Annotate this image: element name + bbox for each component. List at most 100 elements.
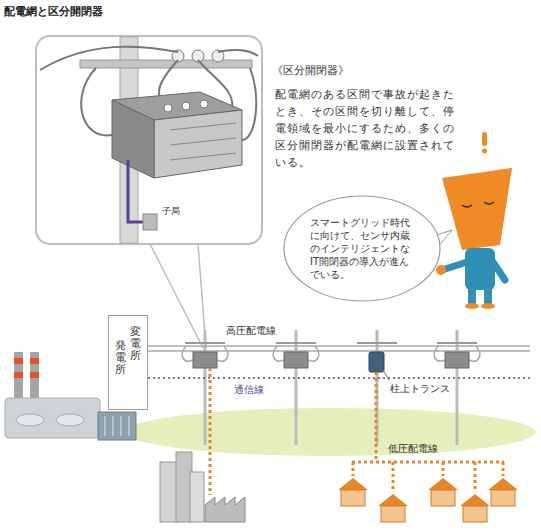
pole-closeup: [200, 100, 208, 108]
mascot-character: [493, 262, 505, 280]
pole-closeup: [154, 110, 242, 178]
field: [125, 408, 535, 456]
houses: [378, 494, 408, 506]
magnify-panel: [36, 36, 262, 244]
communication-line: [148, 378, 530, 379]
pole-closeup: [242, 68, 256, 140]
pole-closeup: [182, 102, 190, 110]
power-plant: [98, 412, 136, 440]
buildings: [190, 472, 204, 522]
pole-closeup: [128, 160, 143, 222]
high-voltage-wires: [148, 345, 530, 347]
pole-closeup: [143, 214, 157, 230]
houses: [431, 490, 455, 506]
part-label: 子局: [162, 206, 180, 217]
power-plant: [5, 398, 100, 438]
mascot-character: [442, 168, 512, 250]
pole-closeup: [164, 104, 172, 112]
low-voltage-lines: [442, 462, 445, 476]
pole-closeup: [81, 68, 112, 135]
speech-bubble: スマートグリッド時代に向けて、センサ内蔵のインテリジェントなIT開閉器の導入が進…: [283, 195, 441, 302]
high-voltage-wires: [182, 346, 193, 361]
part-label: 柱上トランス: [390, 382, 450, 395]
houses: [341, 490, 365, 506]
power-plant: [121, 416, 122, 436]
houses: [338, 478, 518, 522]
distribution-poles: [204, 330, 207, 445]
houses: [488, 478, 518, 490]
section-switches: [193, 352, 469, 368]
mascot-character: [462, 205, 472, 207]
power-plant: [56, 414, 84, 426]
power-plant: [16, 414, 44, 426]
low-voltage-lines: [474, 462, 477, 492]
buildings: [160, 462, 178, 522]
pole-closeup: [170, 153, 236, 160]
pole-closeup: [218, 50, 258, 56]
vertical-text: 発電所: [115, 340, 126, 376]
houses: [381, 506, 405, 522]
low-voltage-lines: [209, 368, 212, 495]
mascot-character: [484, 288, 492, 304]
callout-tail: [150, 244, 206, 348]
callout-tail: [150, 244, 203, 348]
mascot-character: [468, 288, 476, 304]
power-plant: [30, 372, 39, 378]
mascot-character: [465, 248, 495, 290]
pole-closeup: [170, 138, 236, 145]
diagram-title: 配電網と区分開閉器: [4, 4, 103, 19]
section-switches: [193, 352, 217, 368]
description-text: 配電網のある区間で事故が起きたとき、その区間を切り離して、停電領域を最小にするた…: [275, 86, 463, 171]
power-plant: [14, 358, 23, 364]
line-label: 高圧配電線: [226, 324, 276, 337]
bubble-text: スマートグリッド時代に向けて、センサ内蔵のインテリジェントなIT開閉器の導入が進…: [310, 216, 414, 281]
mascot-character: [482, 149, 487, 154]
distribution-poles: [185, 330, 477, 445]
line-label: 低圧配電線: [388, 442, 438, 455]
mascot-character: [484, 202, 494, 204]
mascot-character: [465, 303, 479, 309]
pole-transformer: [369, 352, 384, 372]
distribution-poles: [456, 330, 459, 445]
section-switches: [445, 352, 469, 368]
houses: [463, 506, 487, 522]
magnify-panel: [36, 36, 262, 244]
distribution-poles: [185, 342, 225, 344]
communication-line: [148, 377, 530, 379]
low-voltage-lines: [502, 462, 505, 476]
distribution-poles: [357, 342, 397, 344]
houses: [491, 490, 515, 506]
pole-transformer: [369, 352, 389, 380]
mascot-character: [482, 132, 487, 146]
mascot-character: [436, 265, 446, 275]
section-heading: 《区分開閉器》: [272, 64, 349, 78]
pole-closeup: [112, 100, 154, 178]
substation-box: 発電所変電所: [108, 315, 148, 410]
vertical-text: 変電所: [130, 326, 141, 362]
pole-closeup: [80, 60, 252, 68]
power-plant: [113, 416, 114, 436]
houses: [338, 478, 368, 490]
line-label: 通信線: [234, 383, 264, 396]
high-voltage-wires: [217, 346, 228, 361]
pole-closeup: [40, 47, 178, 70]
power-plant: [30, 358, 39, 364]
distribution-poles: [437, 342, 477, 344]
distribution-poles: [276, 342, 316, 344]
power-plant: [14, 372, 23, 378]
mascot-character: [436, 132, 512, 309]
houses: [460, 494, 490, 506]
buildings: [205, 497, 245, 522]
houses: [428, 478, 458, 490]
low-voltage-lines: [392, 462, 395, 492]
power-plant: [105, 416, 106, 436]
field: [125, 408, 535, 456]
high-voltage-wires: [308, 346, 319, 361]
high-voltage-wires: [273, 346, 284, 361]
low-voltage-lines: [210, 368, 504, 495]
high-voltage-wires: [434, 346, 445, 361]
pole-closeup: [170, 123, 236, 130]
low-voltage-lines: [352, 462, 355, 476]
